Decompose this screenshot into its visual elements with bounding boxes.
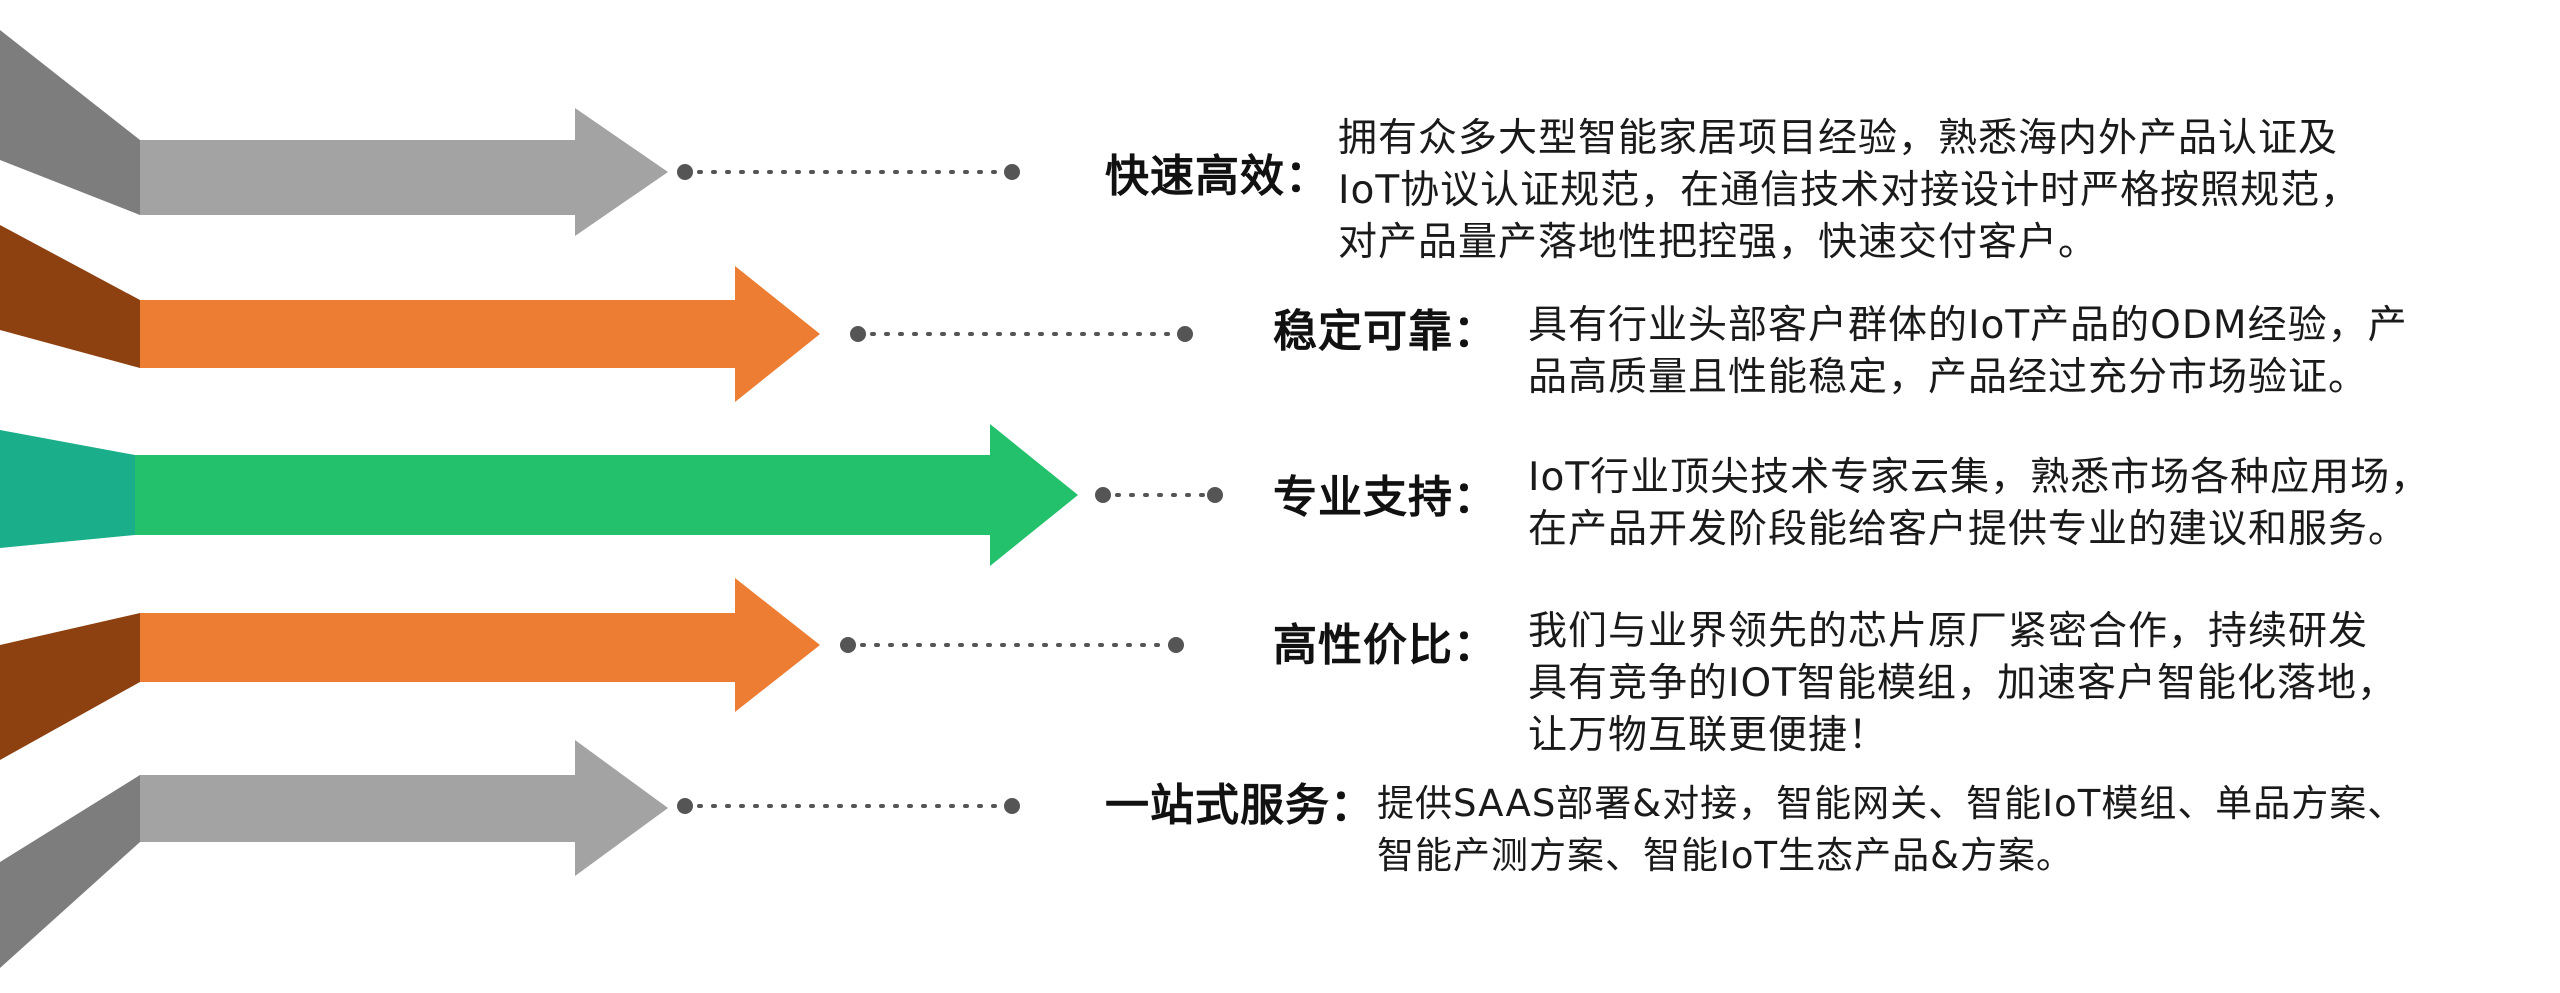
description-line: 具有竞争的IOT智能模组，加速客户智能化落地， <box>1528 661 2398 706</box>
arrow-4-body <box>140 578 820 712</box>
item-description: 具有行业头部客户群体的IoT产品的ODM经验，产 品高质量且性能稳定，产品经过充… <box>1528 300 2408 404</box>
arrow-3 <box>0 424 1223 566</box>
arrow-4 <box>0 578 1184 760</box>
arrow-5-dot-start <box>677 798 693 814</box>
arrow-1-dot-start <box>677 164 693 180</box>
arrow-5 <box>0 740 1020 968</box>
arrow-2-dot-end <box>1177 326 1193 342</box>
description-line: 品高质量且性能稳定，产品经过充分市场验证。 <box>1528 355 2369 400</box>
arrow-4-dot-end <box>1168 637 1184 653</box>
item-row-4: 高性价比： 我们与业界领先的芯片原厂紧密合作，持续研发 具有竞争的IOT智能模组… <box>1273 606 2397 762</box>
arrow-5-body <box>140 740 668 876</box>
item-heading: 稳定可靠： <box>1273 306 1498 357</box>
description-line: IoT协议认证规范，在通信技术对接设计时严格按照规范， <box>1338 168 2361 213</box>
item-description: 拥有众多大型智能家居项目经验，熟悉海内外产品认证及 IoT协议认证规范，在通信技… <box>1338 113 2360 269</box>
description-line: 在产品开发阶段能给客户提供专业的建议和服务。 <box>1528 507 2409 552</box>
item-row-1: 快速高效： 拥有众多大型智能家居项目经验，熟悉海内外产品认证及 IoT协议认证规… <box>1105 113 2360 269</box>
arrow-4-tail <box>0 613 140 760</box>
item-heading: 快速高效： <box>1105 151 1330 202</box>
item-row-5: 一站式服务： 提供SAAS部署&对接，智能网关、智能IoT模组、单品方案、 智能… <box>1105 778 2405 882</box>
description-line: 提供SAAS部署&对接，智能网关、智能IoT模组、单品方案、 <box>1377 782 2406 825</box>
arrow-1-body <box>140 108 668 236</box>
item-heading: 一站式服务： <box>1105 780 1375 831</box>
arrow-3-body <box>135 424 1078 566</box>
description-line: 具有行业头部客户群体的IoT产品的ODM经验，产 <box>1528 303 2408 348</box>
item-heading: 高性价比： <box>1273 620 1498 671</box>
arrow-3-tail <box>0 430 135 548</box>
arrow-5-tail <box>0 775 140 968</box>
item-description: 我们与业界领先的芯片原厂紧密合作，持续研发 具有竞争的IOT智能模组，加速客户智… <box>1528 606 2397 762</box>
description-line: 智能产测方案、智能IoT生态产品&方案。 <box>1377 834 2075 877</box>
arrow-1 <box>0 30 1020 236</box>
arrow-2-tail <box>0 225 140 368</box>
description-line: 我们与业界领先的芯片原厂紧密合作，持续研发 <box>1528 609 2369 654</box>
arrow-1-dot-end <box>1004 164 1020 180</box>
arrow-2 <box>0 225 1193 402</box>
item-row-2: 稳定可靠： 具有行业头部客户群体的IoT产品的ODM经验，产 品高质量且性能稳定… <box>1273 300 2408 404</box>
item-heading: 专业支持： <box>1273 472 1498 523</box>
arrow-2-dot-start <box>850 326 866 342</box>
arrow-1-tail <box>0 30 140 215</box>
description-line: 对产品量产落地性把控强，快速交付客户。 <box>1338 220 2099 265</box>
arrow-4-dot-start <box>840 637 856 653</box>
arrow-3-dot-end <box>1207 487 1223 503</box>
arrow-2-body <box>140 266 820 402</box>
arrow-5-dot-end <box>1004 798 1020 814</box>
arrow-3-dot-start <box>1095 487 1111 503</box>
description-line: 让万物互联更便捷！ <box>1528 713 1889 758</box>
item-description: IoT行业顶尖技术专家云集，熟悉市场各种应用场， 在产品开发阶段能给客户提供专业… <box>1528 452 2430 556</box>
item-description: 提供SAAS部署&对接，智能网关、智能IoT模组、单品方案、 智能产测方案、智能… <box>1377 778 2405 882</box>
description-line: IoT行业顶尖技术专家云集，熟悉市场各种应用场， <box>1528 455 2431 500</box>
item-row-3: 专业支持： IoT行业顶尖技术专家云集，熟悉市场各种应用场， 在产品开发阶段能给… <box>1273 452 2430 556</box>
description-line: 拥有众多大型智能家居项目经验，熟悉海内外产品认证及 <box>1338 116 2339 161</box>
